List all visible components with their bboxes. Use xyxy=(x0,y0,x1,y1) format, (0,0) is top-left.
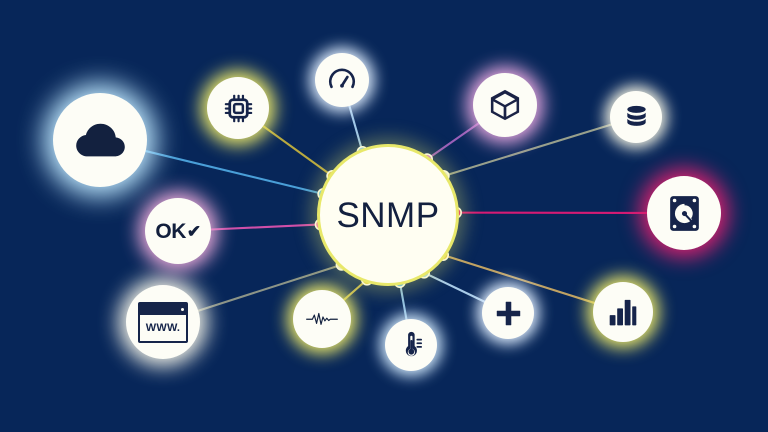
node-plus[interactable] xyxy=(482,287,534,339)
cpu-chip-icon xyxy=(221,91,256,126)
3d-cube-icon xyxy=(487,87,523,123)
node-harddisk[interactable] xyxy=(647,176,721,250)
node-label-browser: WWW. xyxy=(145,321,181,334)
connector-line-browser xyxy=(197,263,343,312)
hub-label: SNMP xyxy=(336,195,440,235)
ok-check-icon: OK✔ xyxy=(155,219,201,243)
node-cpu[interactable] xyxy=(207,77,269,139)
node-label-ok: OK xyxy=(155,219,186,243)
node-pulse[interactable] xyxy=(293,290,351,348)
bar-chart-icon xyxy=(606,295,640,329)
node-cloud[interactable] xyxy=(53,93,147,187)
database-icon xyxy=(622,103,651,132)
hub-node-snmp[interactable]: SNMP xyxy=(317,144,459,286)
connector-line-thermometer xyxy=(398,280,408,321)
connector-line-plus xyxy=(422,271,486,303)
connector-line-database xyxy=(442,123,613,178)
hard-disk-icon xyxy=(664,193,705,234)
node-box[interactable] xyxy=(473,73,537,137)
node-gauge[interactable] xyxy=(315,53,369,107)
node-ok[interactable]: OK✔ xyxy=(145,198,211,264)
connector-line-cpu xyxy=(262,125,334,178)
node-database[interactable] xyxy=(610,91,662,143)
check-mark-icon: ✔ xyxy=(186,221,201,241)
connector-line-barchart xyxy=(441,253,596,304)
thermometer-icon xyxy=(397,331,426,360)
node-barchart[interactable] xyxy=(593,282,653,342)
connector-line-box xyxy=(425,122,480,161)
connector-line-gauge xyxy=(348,104,364,154)
node-thermometer[interactable] xyxy=(385,319,437,371)
node-browser[interactable]: WWW. xyxy=(126,285,200,359)
gauge-meter-icon xyxy=(327,65,357,95)
heartbeat-pulse-icon xyxy=(306,309,338,329)
connector-line-ok xyxy=(209,223,322,231)
browser-www-icon: WWW. xyxy=(138,301,188,343)
connector-line-cloud xyxy=(144,149,325,196)
plus-medical-icon xyxy=(494,299,523,328)
cloud-icon xyxy=(74,114,127,167)
